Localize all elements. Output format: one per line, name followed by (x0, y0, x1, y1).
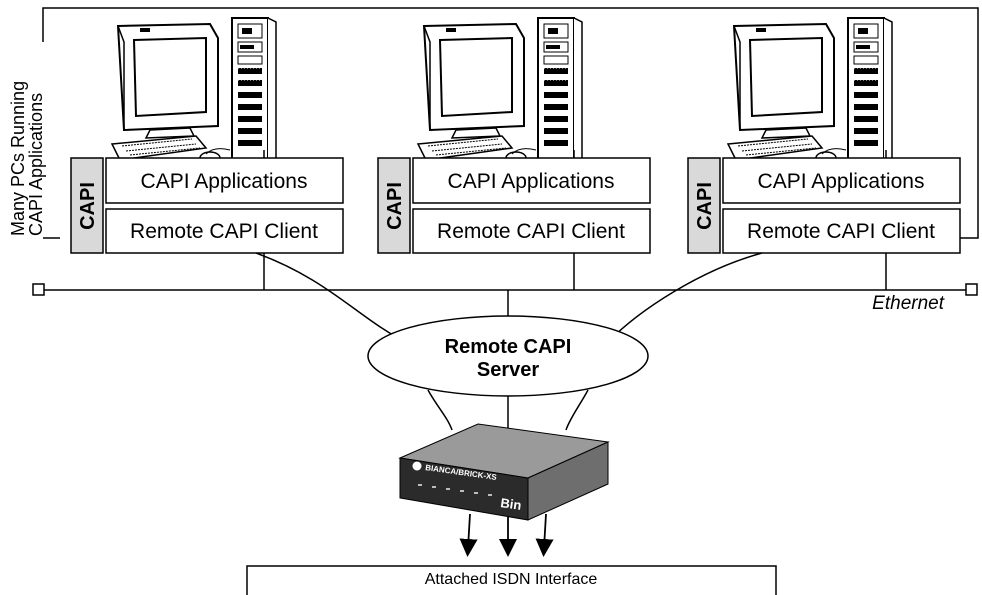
capi-applications-label: CAPI Applications (758, 170, 925, 193)
capi-applications-box (722, 157, 961, 204)
ethernet-label: Ethernet (872, 293, 945, 314)
server-label-line2: Server (477, 359, 539, 381)
remote-capi-client-box (105, 208, 344, 254)
isdn-interface: Attached ISDN Interface (246, 565, 777, 595)
capi-tab (377, 157, 411, 254)
ethernet-bus (32, 253, 978, 318)
capi-applications-box (412, 157, 651, 204)
side-label-line1: Many PCs Running (8, 81, 28, 236)
server-router-links (427, 389, 589, 431)
client-stack-3: CAPI CAPI Applications Remote CAPI Clien… (687, 150, 961, 254)
pc-group-bracket (42, 7, 979, 239)
bus-terminator-left (32, 283, 45, 296)
isdn-interface-label: Attached ISDN Interface (425, 571, 598, 588)
client-stack-1: CAPI CAPI Applications Remote CAPI Clien… (70, 150, 344, 254)
router-device-icon: BIANCA/BRICK-XS Bin (398, 423, 610, 521)
capi-tab (70, 157, 104, 254)
remote-capi-client-label: Remote CAPI Client (130, 220, 318, 243)
bus-terminator-right (965, 283, 978, 296)
capi-tab-label: CAPI (77, 182, 99, 230)
capi-tab-label: CAPI (384, 182, 406, 230)
router-status-leds (418, 484, 492, 496)
server-label-line1: Remote CAPI (445, 336, 572, 358)
remote-capi-client-label: Remote CAPI Client (437, 220, 625, 243)
capi-applications-label: CAPI Applications (141, 170, 308, 193)
pc-workstation-3 (727, 17, 893, 169)
side-label-line2: CAPI Applications (26, 93, 46, 236)
capi-tab-label: CAPI (694, 182, 716, 230)
capi-applications-box (105, 157, 344, 204)
remote-capi-client-label: Remote CAPI Client (747, 220, 935, 243)
router-logo: Bin (500, 495, 523, 513)
capi-applications-label: CAPI Applications (448, 170, 615, 193)
pc-workstation-2 (417, 17, 583, 169)
client-stack-2: CAPI CAPI Applications Remote CAPI Clien… (377, 150, 651, 254)
remote-capi-client-box (722, 208, 961, 254)
remote-capi-server: Remote CAPI Server (367, 315, 649, 397)
remote-capi-client-box (412, 208, 651, 254)
isdn-arrows (459, 513, 554, 557)
capi-tab (687, 157, 721, 254)
pc-workstation-1 (111, 17, 277, 169)
